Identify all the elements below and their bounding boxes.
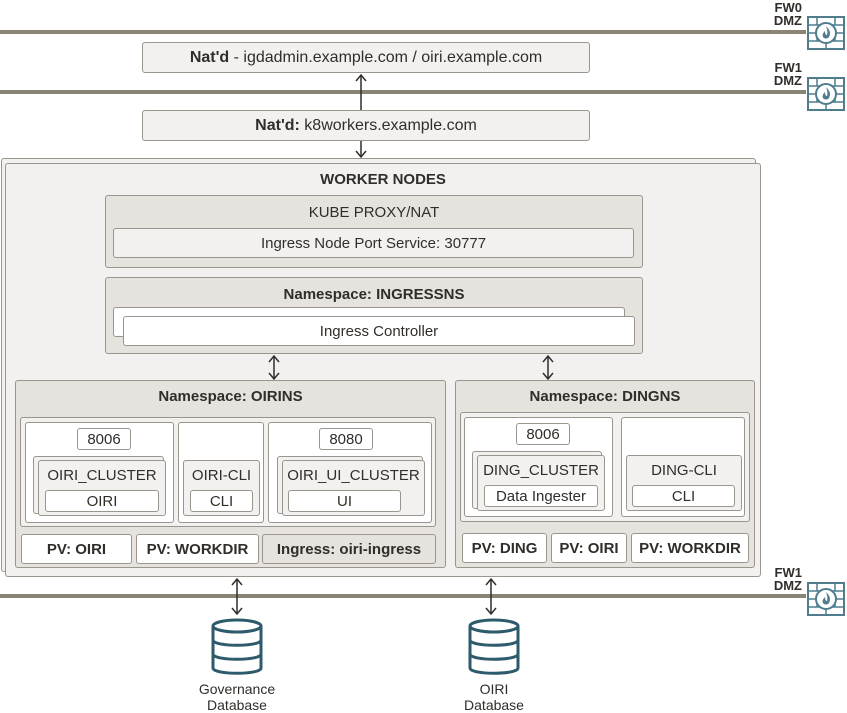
oiri-cli-sub-label: CLI [209,492,234,510]
fw1-network-line-upper [0,90,806,94]
nat-top-text: - igdadmin.example.com / oiri.example.co… [229,48,543,66]
arrow-dingns-oiri-db [485,577,497,616]
oiri-port-label: 8006 [87,430,121,448]
arrow-ingress-dingns [542,354,554,381]
fw0-zone: DMZ [773,13,802,28]
ding-port-badge: 8006 [516,423,570,445]
oiri-ui-port-badge: 8080 [319,428,373,450]
oiri-ui-sub-label: UI [337,492,352,510]
oiri-ingress-label: Ingress: oiri-ingress [276,540,422,558]
fw0-label: FW0 DMZ [762,1,802,27]
firewall-icon [807,582,845,616]
kube-proxy-title: KUBE PROXY/NAT [308,204,440,221]
oiri-sub-label: OIRI [86,492,118,510]
oiri-ingress: Ingress: oiri-ingress [262,534,436,564]
nat-workers-prefix: Nat'd: [255,116,300,134]
ingressns-title: Namespace: INGRESSNS [283,286,465,303]
fw1-upper-zone: DMZ [773,73,802,88]
firewall-icon [807,77,845,111]
fw1-lower-label: FW1 DMZ [762,566,802,592]
oiri-db-line2: Database [464,697,524,713]
ding-cluster-name: DING_CLUSTER [483,462,599,479]
pv-oiri-label: PV: OIRI [46,540,107,558]
pv-oiri-ding-label: PV: OIRI [559,539,619,557]
oiri-cli-sub: CLI [190,490,253,512]
pv-workdir-ding: PV: WORKDIR [631,533,749,563]
nat-top-prefix: Nat'd [189,48,230,66]
oiri-port-badge: 8006 [77,428,131,450]
oiri-sub: OIRI [45,490,159,512]
ding-cli-sub-label: CLI [671,487,696,505]
pv-ding-label: PV: DING [471,539,538,557]
nat-workers-box: Nat'd: k8workers.example.com [142,110,590,141]
fw1-lower-name: FW1 [774,565,802,580]
pv-workdir: PV: WORKDIR [136,534,259,564]
oiri-cluster-name: OIRI_CLUSTER [47,467,157,484]
dingns-title: Namespace: DINGNS [529,388,681,405]
arrow-down-workers [355,141,367,159]
ding-sub: Data Ingester [484,485,598,507]
ding-cli-sub: CLI [632,485,735,507]
database-icon [468,618,520,675]
oiri-db-label: OIRI Database [434,681,554,713]
ding-port-label: 8006 [526,425,560,443]
fw1-network-line-lower [0,594,806,598]
pv-oiri-ding: PV: OIRI [551,533,627,563]
governance-db-label: Governance Database [177,681,297,713]
ding-cli-name: DING-CLI [651,462,717,479]
database-icon [211,618,263,675]
ingress-controller: Ingress Controller [123,316,635,346]
pv-ding: PV: DING [462,533,547,563]
fw1-upper-label: FW1 DMZ [762,61,802,87]
oirins-title: Namespace: OIRINS [158,388,303,405]
oiri-cli-name: OIRI-CLI [191,467,252,484]
ingress-node-port-service: Ingress Node Port Service: 30777 [113,228,634,258]
firewall-icon [807,16,845,50]
nat-top-box: Nat'd - igdadmin.example.com / oiri.exam… [142,42,590,73]
oiri-ui-cluster-name: OIRI_UI_CLUSTER [287,467,420,484]
fw1-lower-zone: DMZ [773,578,802,593]
governance-db-line2: Database [207,697,267,713]
oiri-db-line1: OIRI [479,681,509,697]
ingress-node-port-label: Ingress Node Port Service: 30777 [260,234,487,252]
fw0-name: FW0 [774,0,802,15]
arrow-ingress-oirins [268,354,280,381]
ingress-controller-label: Ingress Controller [319,322,439,340]
oiri-ui-sub: UI [288,490,401,512]
nat-workers-text: k8workers.example.com [299,116,477,134]
oiri-ui-port-label: 8080 [329,430,363,448]
governance-db-line1: Governance [198,681,276,697]
arrow-up-nat [355,73,367,110]
arrow-oirins-governance-db [231,577,243,616]
pv-workdir-ding-label: PV: WORKDIR [639,539,741,557]
pv-oiri: PV: OIRI [21,534,132,564]
pv-workdir-label: PV: WORKDIR [146,540,249,558]
fw1-upper-name: FW1 [774,60,802,75]
worker-nodes-title: WORKER NODES [320,171,446,188]
fw0-network-line [0,30,806,34]
ding-sub-label: Data Ingester [495,487,587,505]
